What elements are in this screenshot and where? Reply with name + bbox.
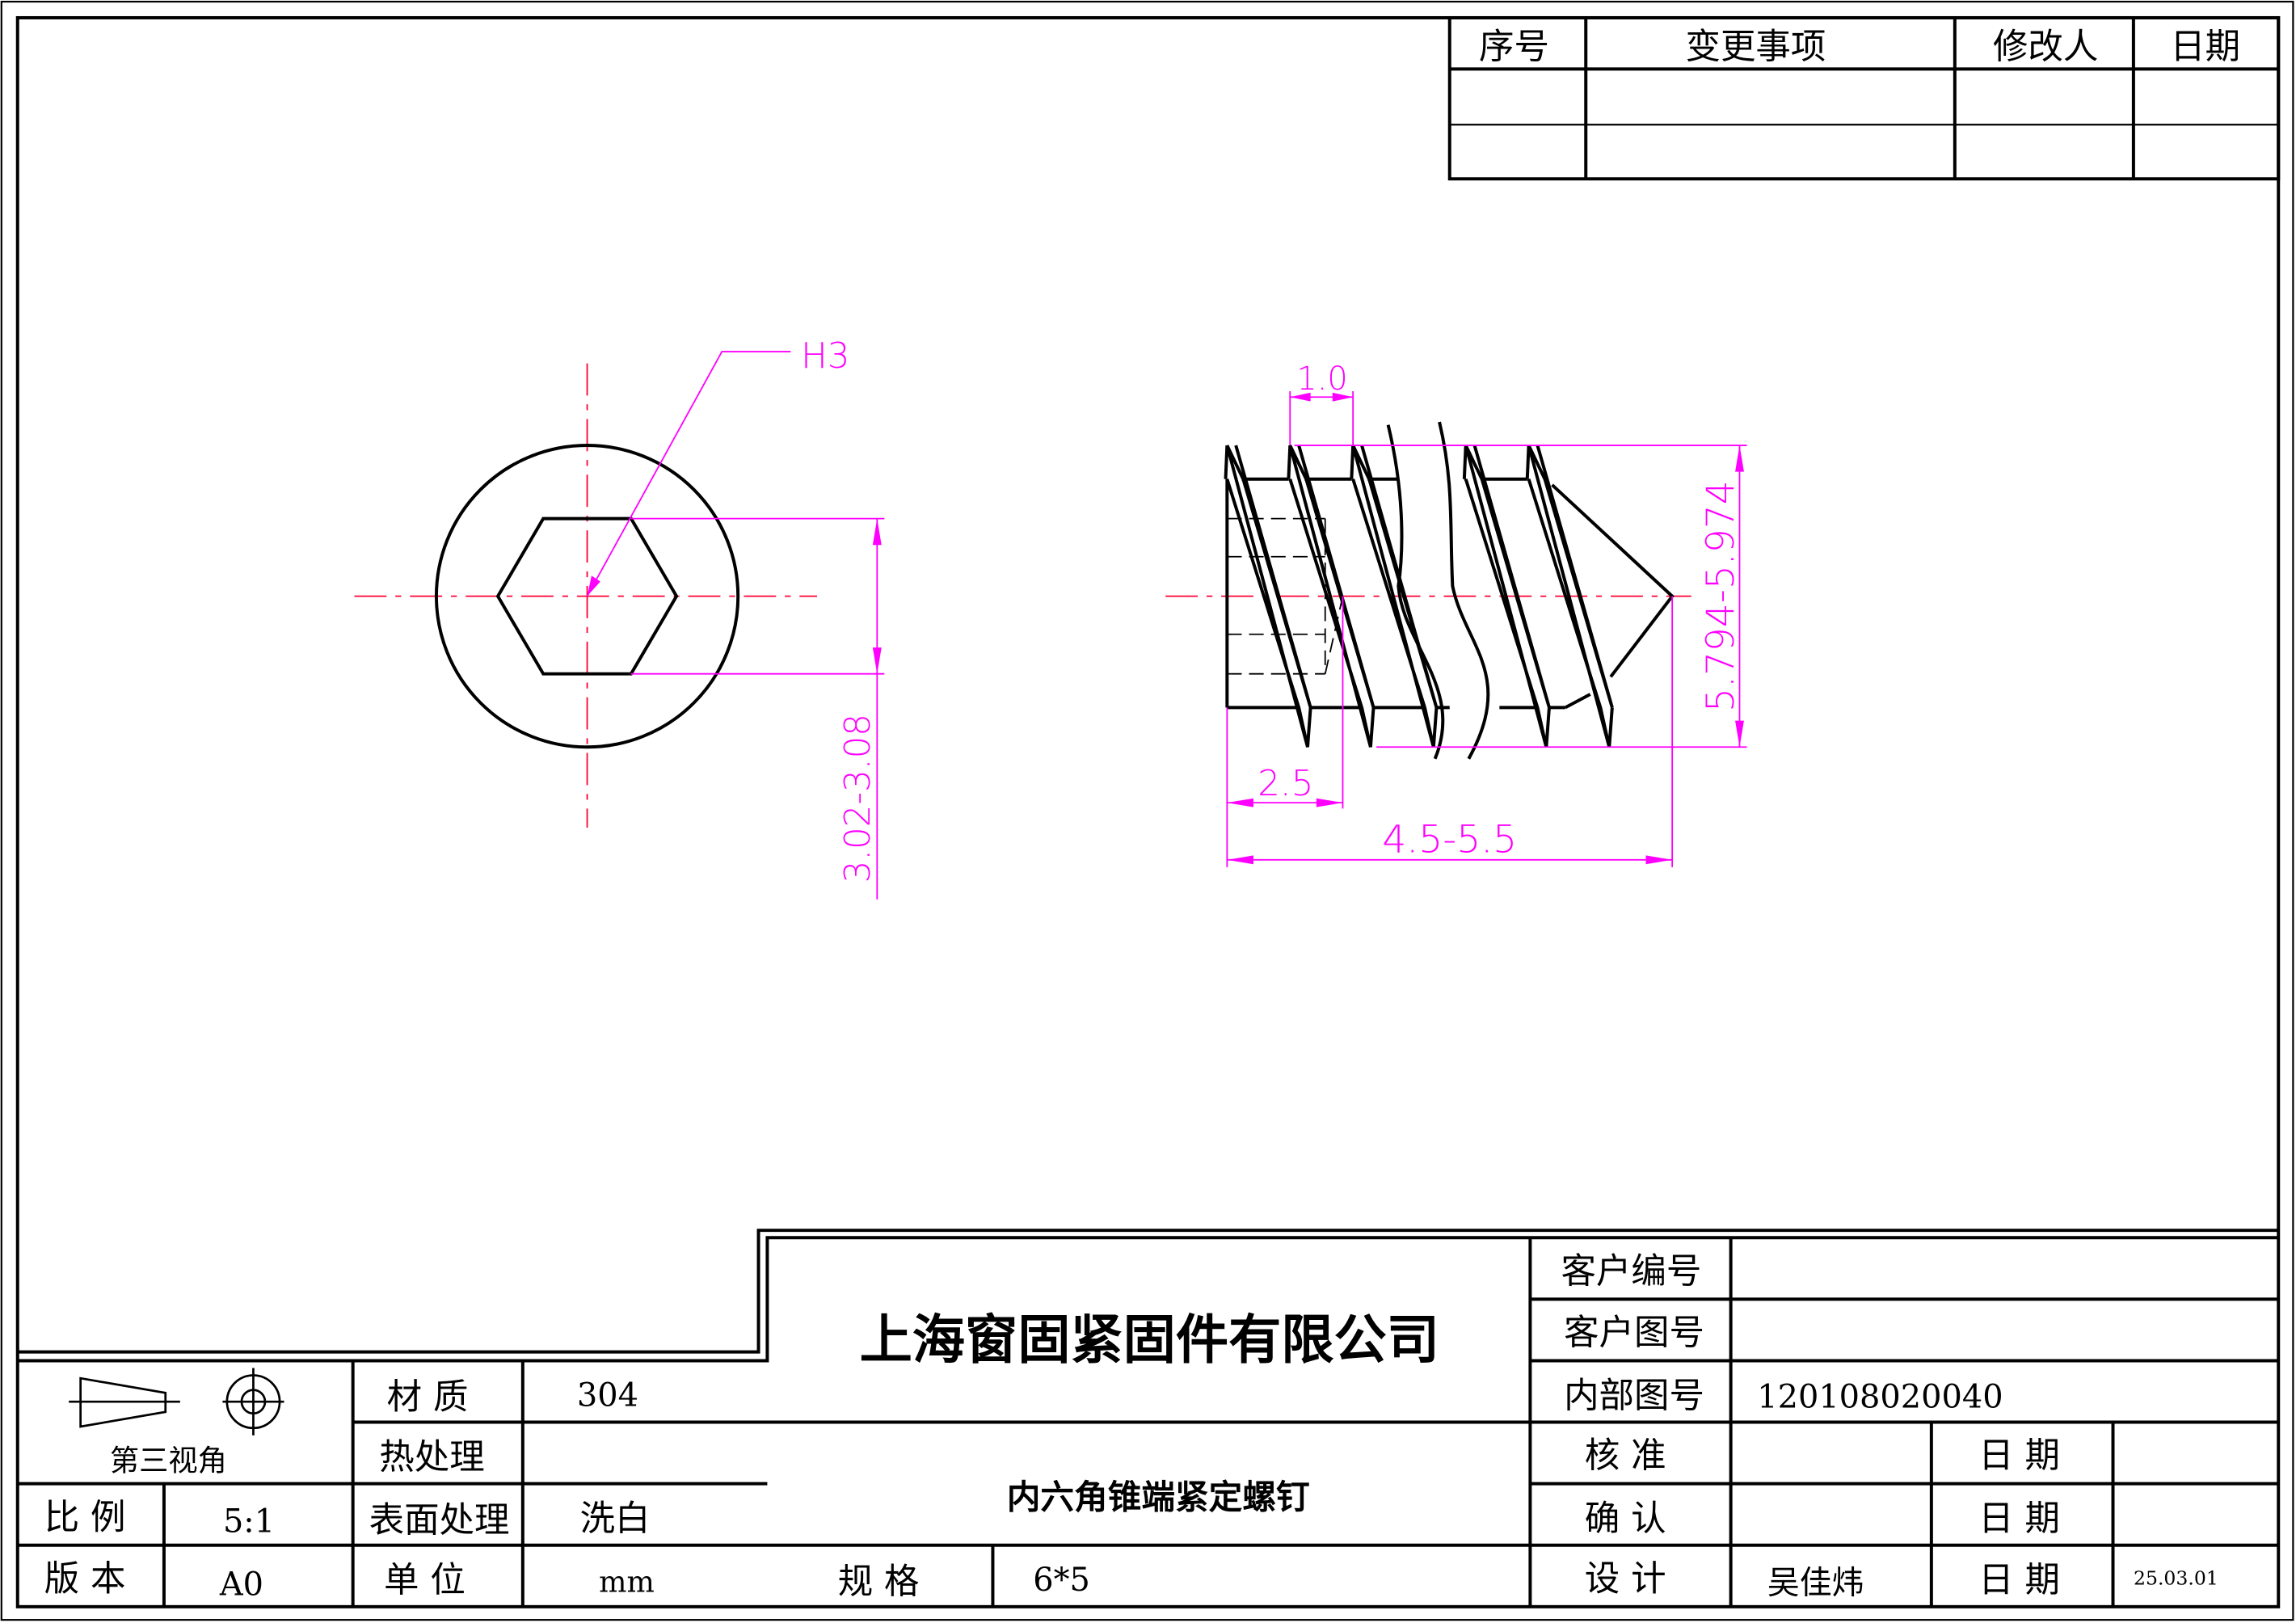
cone-point xyxy=(1551,483,1675,678)
socket-depth-dimension: 2.5 xyxy=(1258,764,1313,804)
material-value: 304 xyxy=(577,1377,638,1414)
designer-name: 吴佳炜 xyxy=(1767,1565,1864,1602)
third-angle-projection-icon xyxy=(69,1368,284,1435)
thread-crest-5 xyxy=(1525,445,1614,748)
side-view: 1.0 5.794-5.974 2.5 4.5-5.5 xyxy=(1165,360,1747,867)
unit-value: mm xyxy=(599,1565,655,1600)
thread-crest-1 xyxy=(1224,445,1312,748)
version-value: A0 xyxy=(219,1566,263,1603)
version-label: 版 本 xyxy=(44,1559,126,1600)
design-date-label: 日 期 xyxy=(1978,1561,2060,1601)
socket-leader xyxy=(586,351,791,597)
leader-arrow xyxy=(587,575,600,597)
material-label: 材 质 xyxy=(387,1377,469,1418)
revision-table: 序号 变更事项 修改人 日期 xyxy=(1447,15,2281,181)
hidden-socket-lines xyxy=(1227,517,1344,675)
design-label: 设 计 xyxy=(1585,1559,1666,1600)
front-view: H3 3.02-3.08 xyxy=(354,336,885,900)
heat-treatment-label: 热处理 xyxy=(379,1438,484,1478)
customer-no-label: 客户编号 xyxy=(1561,1251,1701,1292)
rev-header-modifier: 修改人 xyxy=(1993,27,2098,68)
break-line-left xyxy=(1386,424,1445,760)
approve-date-label: 日 期 xyxy=(1978,1436,2060,1477)
diameter-dimension: 5.794-5.974 xyxy=(1699,480,1743,712)
rev-header-date: 日期 xyxy=(2170,27,2240,68)
title-block: 第三视角 材 质 304 热处理 表面处理 洗白 比 例 5:1 版 本 A0 … xyxy=(17,1229,2279,1607)
confirm-date-label: 日 期 xyxy=(1978,1499,2060,1540)
socket-dimension: 3.02-3.08 xyxy=(838,714,878,883)
hex-socket xyxy=(495,516,679,676)
thread-crest-4 xyxy=(1462,445,1551,748)
customer-drawing-label: 客户图号 xyxy=(1564,1313,1704,1354)
approve-label: 核 准 xyxy=(1585,1436,1666,1477)
internal-drawing-value: 120108020040 xyxy=(1757,1378,2003,1415)
surface-treatment-value: 洗白 xyxy=(580,1499,651,1540)
company-name: 上海窗固紧固件有限公司 xyxy=(860,1309,1439,1371)
drawing-frame xyxy=(15,15,2281,1608)
socket-label: H3 xyxy=(801,336,849,377)
scale-value: 5:1 xyxy=(223,1503,275,1540)
surface-treatment-label: 表面处理 xyxy=(369,1500,510,1541)
screw-head-circle xyxy=(434,444,740,749)
internal-drawing-label: 内部图号 xyxy=(1564,1376,1704,1416)
spec-value: 6*5 xyxy=(1033,1562,1090,1599)
break-line-right xyxy=(1438,421,1490,760)
projection-label: 第三视角 xyxy=(110,1443,227,1478)
spec-label: 规 格 xyxy=(838,1562,920,1603)
confirm-label: 确 认 xyxy=(1585,1499,1666,1540)
part-name: 内六角锥端紧定螺钉 xyxy=(1007,1477,1310,1516)
rev-header-change: 变更事项 xyxy=(1685,27,1826,68)
unit-label: 单 位 xyxy=(384,1561,466,1601)
length-dimension: 4.5-5.5 xyxy=(1382,818,1517,862)
pitch-dimension: 1.0 xyxy=(1296,360,1347,398)
scale-label: 比 例 xyxy=(44,1498,126,1538)
rev-header-no: 序号 xyxy=(1479,27,1549,68)
design-date-value: 25.03.01 xyxy=(2134,1567,2218,1590)
